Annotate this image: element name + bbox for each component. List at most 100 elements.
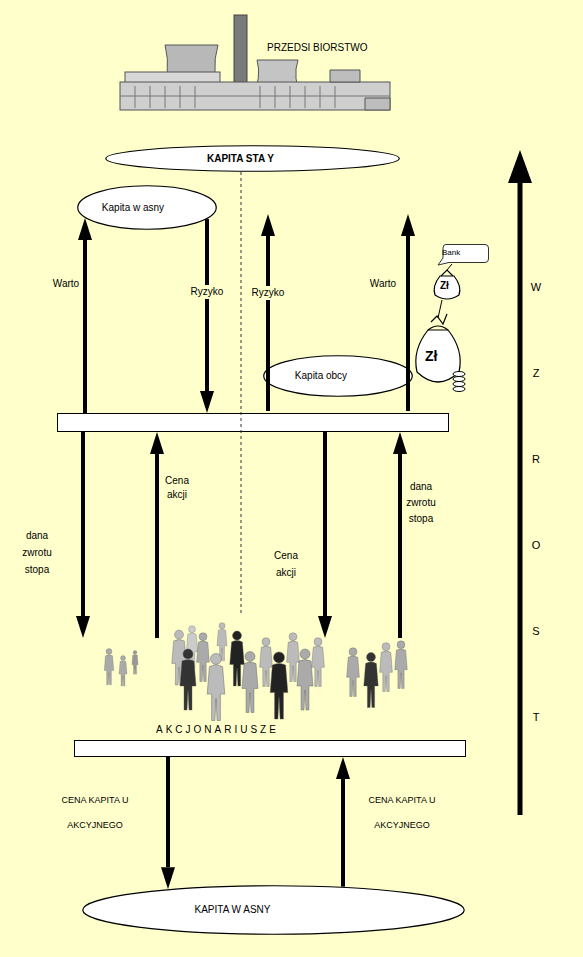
money-bag <box>416 330 460 382</box>
company-bar <box>57 413 449 432</box>
ellipse-shape <box>106 146 400 172</box>
node-text-box: Kapita w asny <box>77 185 217 230</box>
person-figure <box>347 648 360 697</box>
bank-callout: Bank <box>436 243 490 265</box>
ellipse-shape <box>78 186 217 230</box>
person-figure <box>104 649 114 685</box>
flow-arrow <box>205 219 209 391</box>
capital-ellipse: KAPITA STA Y <box>105 145 400 172</box>
node-text-box: KAPITA STA Y <box>105 145 400 172</box>
person-figure <box>207 653 225 720</box>
flow-arrow <box>81 432 85 616</box>
flow-label: CENA KAPITA U AKCYJNEGO <box>45 788 145 838</box>
shareholders-bar: AKCJONARIUSZE <box>74 638 466 757</box>
person-figure <box>270 652 288 719</box>
node-label: AKCJONARIUSZE <box>156 724 279 736</box>
bag-string <box>447 264 452 270</box>
bag-tie <box>428 314 448 330</box>
node-text-box: AKCJONARIUSZE <box>74 638 466 757</box>
coin <box>453 372 465 377</box>
node-label: KAPITA STA Y <box>207 153 274 165</box>
bag-tie <box>441 270 453 276</box>
person-figure <box>217 623 227 661</box>
coin <box>453 382 465 387</box>
currency-symbol: Zł <box>440 279 449 293</box>
factory-annex <box>330 70 390 110</box>
equity-ellipse: KAPITA W ASNY <box>82 885 465 935</box>
cooling-tower <box>160 45 222 98</box>
bag-string <box>438 300 442 318</box>
person-figure <box>180 649 196 710</box>
growth-label: WZROST <box>530 281 541 797</box>
person-figure <box>297 649 313 710</box>
node-text-box: KAPITA W ASNY <box>82 885 465 935</box>
debt-ellipse: Kapita obcy <box>263 355 413 397</box>
factory-roof <box>125 72 220 84</box>
shareholder-crowd <box>104 623 407 721</box>
bar-outline <box>74 740 466 757</box>
factory-building <box>120 82 390 110</box>
person-figure <box>132 650 138 674</box>
person-figure <box>186 626 197 669</box>
factory-illustration <box>120 15 390 110</box>
person-figure <box>197 633 210 682</box>
chimney <box>234 15 247 103</box>
flow-arrow <box>166 757 170 867</box>
node-text-box <box>58 414 448 431</box>
flow-label: Cena akcji <box>161 474 193 502</box>
person-figure <box>242 652 258 713</box>
person-figure <box>312 638 325 687</box>
flow-arrow <box>155 454 159 638</box>
node-text-box: Bank <box>436 243 490 265</box>
flow-label: Ryzyko <box>247 286 289 300</box>
growth-arrow <box>508 150 532 815</box>
person-figure <box>260 638 273 687</box>
flow-arrow <box>323 432 327 616</box>
cooling-tower <box>252 60 302 98</box>
flow-label: dana zwrotu stopa <box>404 479 438 527</box>
ellipse-shape <box>264 356 413 397</box>
ellipse-outline <box>82 885 465 935</box>
node-label: KAPITA W ASNY <box>195 904 271 916</box>
company-name: PRZEDSI BIORSTWO <box>267 41 368 55</box>
flow-arrow <box>398 454 402 638</box>
flow-arrow-shaft <box>266 234 270 411</box>
currency-symbol: Zł <box>425 349 437 363</box>
equity-ellipse: Kapita w asny <box>77 185 217 230</box>
flow-arrow-shaft <box>406 234 410 411</box>
person-figure <box>230 631 244 686</box>
flow-label: Warto <box>366 277 400 291</box>
divider-line <box>241 172 242 615</box>
ellipse-shape <box>83 886 465 935</box>
growth-arrow-shaft <box>518 180 523 815</box>
money-bag <box>434 276 460 299</box>
person-figure <box>172 630 186 685</box>
flow-arrow-head <box>261 214 275 236</box>
coin <box>453 377 465 382</box>
coin <box>453 387 465 392</box>
node-label: Bank <box>442 247 460 259</box>
node-label: Kapita obcy <box>295 370 347 382</box>
flow-arrow <box>83 240 87 413</box>
flow-arrow <box>341 779 345 887</box>
flow-label: CENA KAPITA U AKCYJNEGO <box>352 788 452 838</box>
callout-shape <box>438 245 489 266</box>
flow-label: Cena akcji <box>270 547 302 581</box>
flow-label: Ryzyko <box>186 285 228 299</box>
person-figure <box>380 643 393 692</box>
flow-arrow-head <box>401 214 415 236</box>
node-text-box: Kapita obcy <box>263 355 413 397</box>
node-label: Kapita w asny <box>102 202 164 214</box>
person-figure <box>119 656 127 687</box>
flow-label: Warto <box>48 277 84 291</box>
person-figure <box>364 653 378 708</box>
person-figure <box>395 641 408 689</box>
money-bags <box>416 264 465 392</box>
factory-windows <box>120 86 390 108</box>
